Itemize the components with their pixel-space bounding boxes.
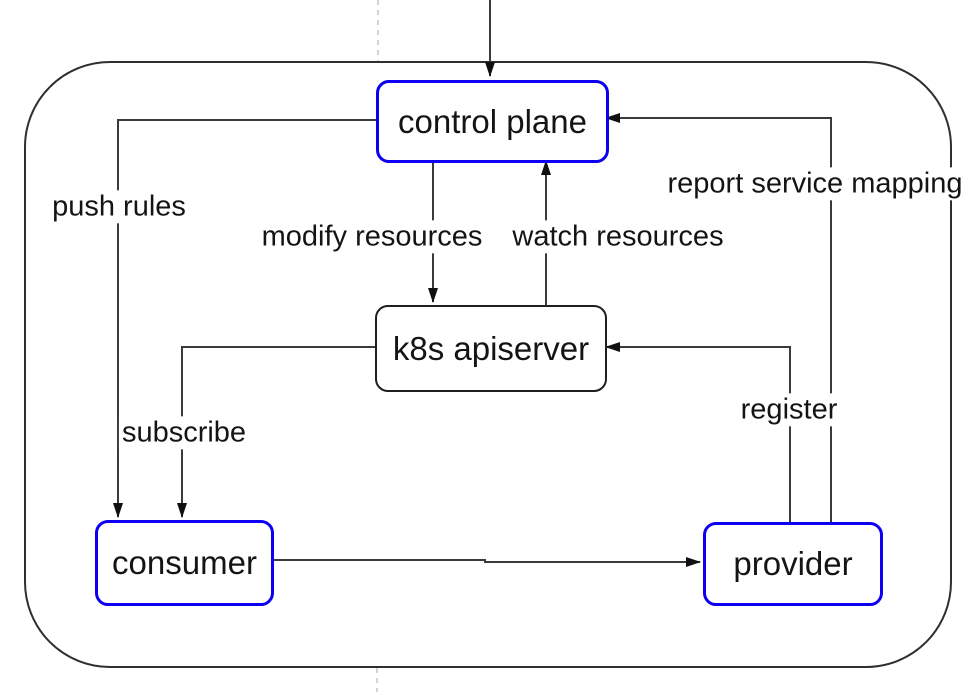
node-control-plane-label: control plane	[398, 102, 587, 140]
edge-label-push-rules: push rules	[49, 190, 189, 224]
node-k8s-apiserver-label: k8s apiserver	[392, 329, 590, 367]
edge-label-watch-resources: watch resources	[509, 220, 727, 254]
edge-label-subscribe: subscribe	[118, 416, 250, 450]
node-consumer-label: consumer	[112, 544, 257, 581]
node-consumer: consumer	[95, 520, 274, 606]
edge-report-service-mapping	[605, 113, 832, 522]
edge-label-report-service-mapping: report service mapping	[664, 167, 966, 201]
edge-subscribe	[177, 346, 375, 518]
node-provider-label: provider	[733, 545, 853, 582]
node-control-plane: control plane	[376, 80, 609, 163]
node-k8s-apiserver: k8s apiserver	[375, 305, 607, 392]
edge-register	[605, 342, 791, 522]
edge-label-modify-resources: modify resources	[258, 220, 486, 254]
node-provider: provider	[703, 522, 883, 606]
edge-label-register: register	[737, 393, 841, 427]
edge-consumer-to-provider	[268, 557, 701, 567]
edge-push-rules	[113, 119, 376, 518]
